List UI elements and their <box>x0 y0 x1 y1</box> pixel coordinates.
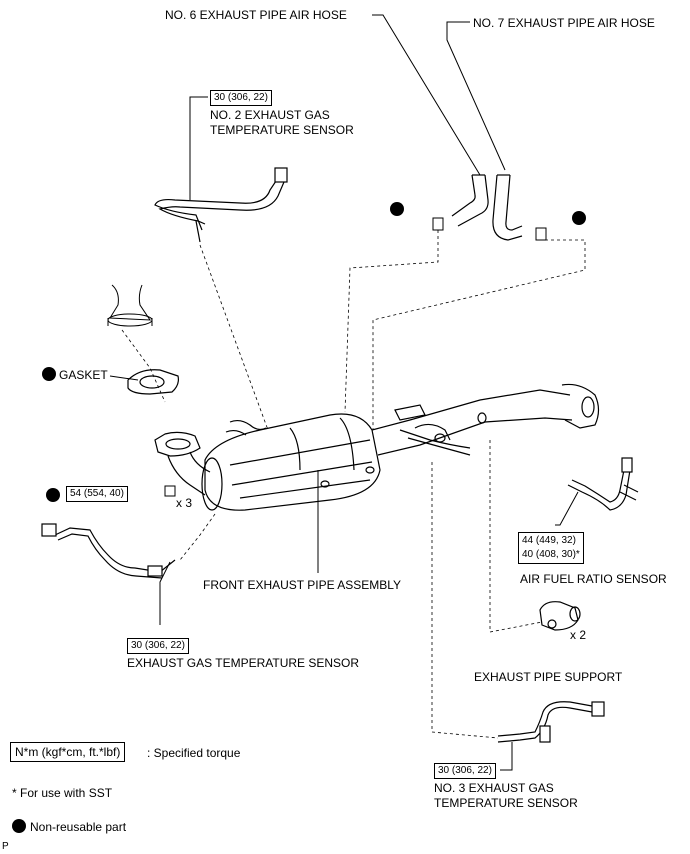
legend-torque-box: N*m (kgf*cm, ft.*lbf) <box>10 742 126 762</box>
exh-sensor-torque: 30 (306, 22) <box>127 638 189 654</box>
legend-non-reusable-label: Non-reusable part <box>30 820 127 834</box>
no6-hose-label: NO. 6 EXHAUST PIPE AIR HOSE <box>165 8 347 22</box>
no7-hose-label: NO. 7 EXHAUST PIPE AIR HOSE <box>473 16 655 30</box>
upper-flange-shape <box>107 284 153 327</box>
dash-no2-sensor <box>199 244 269 431</box>
leader-exh-sensor <box>159 561 171 625</box>
support-shape <box>539 601 581 631</box>
no3-sensor-shape <box>497 701 605 743</box>
leader-no6-hose <box>372 14 481 176</box>
page-marker: P <box>2 841 9 852</box>
no2-sensor-shape <box>154 167 288 243</box>
af-sensor-torque-1: 44 (449, 32) <box>522 535 576 546</box>
exh-sensor-label: EXHAUST GAS TEMPERATURE SENSOR <box>127 656 360 670</box>
nut-shape <box>164 485 176 497</box>
exhaust-pipe-shape <box>371 383 600 456</box>
non-reusable-marker-nuts <box>46 488 60 502</box>
gasket-shape <box>127 369 179 395</box>
dash-no3-sensor <box>431 462 499 739</box>
leader-no3-sensor <box>500 742 513 771</box>
leader-no2-sensor <box>189 96 208 200</box>
support-qty: x 2 <box>570 628 587 642</box>
nut-qty: x 3 <box>176 496 193 510</box>
dash-support <box>489 440 543 633</box>
no3-sensor-label-2: TEMPERATURE SENSOR <box>434 796 578 810</box>
converter-shape <box>201 413 381 511</box>
no2-sensor-label-2: TEMPERATURE SENSOR <box>210 123 354 137</box>
af-sensor-shape <box>567 457 639 511</box>
legend-torque-desc: : Specified torque <box>147 746 241 760</box>
dash-gasket <box>121 329 166 403</box>
nut-torque: 54 (554, 40) <box>66 486 128 502</box>
no2-sensor-torque: 30 (306, 22) <box>210 90 272 106</box>
no6-hose-shape <box>451 174 489 227</box>
front-pipe-label: FRONT EXHAUST PIPE ASSEMBLY <box>203 578 402 592</box>
dash-hose7 <box>372 239 586 430</box>
legend-sst-note: * For use with SST <box>12 786 113 800</box>
leader-gasket <box>109 375 139 381</box>
lower-flange-shape <box>154 431 211 496</box>
dash-hose6 <box>344 230 439 413</box>
non-reusable-marker-gasket <box>42 367 56 381</box>
leader-af-sensor <box>555 491 579 526</box>
no7-hose-shape <box>492 174 523 241</box>
support-label: EXHAUST PIPE SUPPORT <box>474 670 623 684</box>
leader-no7-hose <box>446 21 506 171</box>
dash-exh-sensor <box>179 513 216 561</box>
legend-non-reusable-dot <box>12 819 26 833</box>
no3-sensor-label-1: NO. 3 EXHAUST GAS <box>434 781 554 795</box>
af-sensor-torque-2: 40 (408, 30)* <box>522 549 580 560</box>
af-sensor-label: AIR FUEL RATIO SENSOR <box>520 572 667 586</box>
af-sensor-torque: 44 (449, 32) 40 (408, 30)* <box>518 532 584 564</box>
non-reusable-marker-hose6 <box>390 202 404 216</box>
exh-sensor-shape <box>41 523 176 579</box>
gasket-label: GASKET <box>59 368 108 382</box>
hose-clamps <box>432 217 547 241</box>
non-reusable-marker-hose7 <box>572 211 586 225</box>
no3-sensor-torque: 30 (306, 22) <box>434 763 496 779</box>
no2-sensor-label-1: NO. 2 EXHAUST GAS <box>210 108 330 122</box>
